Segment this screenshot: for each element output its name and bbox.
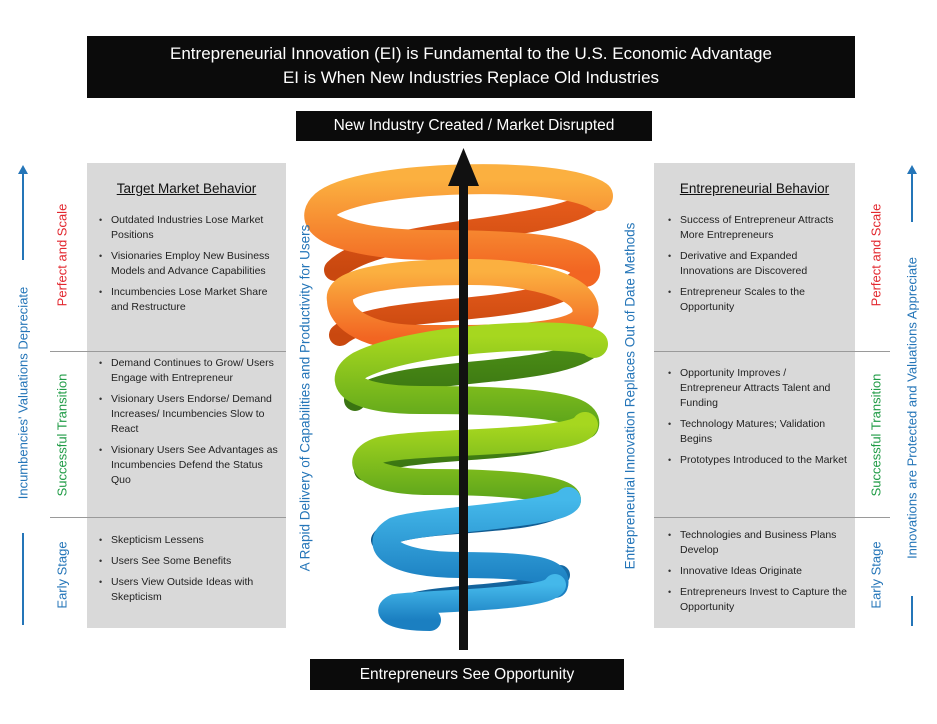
target-market-panel: Target Market Behavior Outdated Industri… xyxy=(87,163,286,628)
list-item: Users View Outside Ideas with Skepticism xyxy=(87,575,286,605)
list-item: Derivative and Expanded Innovations are … xyxy=(654,249,855,279)
stage-early-right: Early Stage xyxy=(868,541,884,609)
stage-transition-right: Successful Transition xyxy=(868,373,884,497)
divider-left-upper xyxy=(50,351,286,352)
right-axis-text: Innovations are Protected and Valuations… xyxy=(904,257,920,559)
spiral-front-ribbons xyxy=(304,164,613,631)
right-transition-section: Opportunity Improves / Entrepreneur Attr… xyxy=(654,366,855,474)
list-item: Skepticism Lessens xyxy=(87,533,286,548)
divider-right-upper xyxy=(654,351,890,352)
left-early-section: Skepticism Lessens Users See Some Benefi… xyxy=(87,533,286,611)
target-market-title: Target Market Behavior xyxy=(116,181,257,196)
list-item: Visionary Users Endorse/ Demand Increase… xyxy=(87,392,286,437)
list-item: Visionaries Employ New Business Models a… xyxy=(87,249,286,279)
list-item: Entrepreneurs Invest to Capture the Oppo… xyxy=(654,585,855,615)
list-item: Users See Some Benefits xyxy=(87,554,286,569)
list-item: Incumbencies Lose Market Share and Restr… xyxy=(87,285,286,315)
left-axis-line-bottom xyxy=(22,533,24,625)
list-item: Technologies and Business Plans Develop xyxy=(654,528,855,558)
right-axis-line-bottom xyxy=(911,596,913,626)
left-transition-section: Demand Continues to Grow/ Users Engage w… xyxy=(87,356,286,494)
list-item: Technology Matures; Validation Begins xyxy=(654,417,855,447)
banner-line-1: Entrepreneurial Innovation (EI) is Funda… xyxy=(170,44,772,63)
right-center-text: Entrepreneurial Innovation Replaces Out … xyxy=(622,222,638,570)
list-item: Prototypes Introduced to the Market xyxy=(654,453,855,468)
right-early-section: Technologies and Business Plans Develop … xyxy=(654,528,855,621)
list-item: Success of Entrepreneur Attracts More En… xyxy=(654,213,855,243)
left-axis-arrow-up-icon xyxy=(18,165,28,174)
banner-line-2: EI is When New Industries Replace Old In… xyxy=(282,68,660,87)
central-arrow xyxy=(448,148,479,650)
right-axis-line-top xyxy=(911,172,913,222)
right-perfect-section: Success of Entrepreneur Attracts More En… xyxy=(654,213,855,321)
left-axis-line-top xyxy=(22,172,24,260)
list-item: Opportunity Improves / Entrepreneur Attr… xyxy=(654,366,855,411)
left-center-text: A Rapid Delivery of Capabilities and Pro… xyxy=(297,224,313,572)
header-banner: Entrepreneurial Innovation (EI) is Funda… xyxy=(87,36,855,98)
entrepreneurial-panel: Entrepreneurial Behavior Success of Entr… xyxy=(654,163,855,628)
entrepreneurial-title: Entrepreneurial Behavior xyxy=(679,181,830,196)
list-item: Innovative Ideas Originate xyxy=(654,564,855,579)
list-item: Entrepreneur Scales to the Opportunity xyxy=(654,285,855,315)
divider-right-lower xyxy=(654,517,890,518)
stage-perfect-right: Perfect and Scale xyxy=(868,203,884,307)
stage-early-left: Early Stage xyxy=(54,541,70,609)
top-label: New Industry Created / Market Disrupted xyxy=(296,111,652,141)
right-axis-arrow-up-icon xyxy=(907,165,917,174)
list-item: Demand Continues to Grow/ Users Engage w… xyxy=(87,356,286,386)
list-item: Visionary Users See Advantages as Incumb… xyxy=(87,443,286,488)
left-perfect-section: Outdated Industries Lose Market Position… xyxy=(87,213,286,321)
stage-transition-left: Successful Transition xyxy=(54,373,70,497)
left-axis-text: Incumbencies' Valuations Depreciate xyxy=(15,286,31,500)
stage-perfect-left: Perfect and Scale xyxy=(54,203,70,307)
list-item: Outdated Industries Lose Market Position… xyxy=(87,213,286,243)
bottom-label: Entrepreneurs See Opportunity xyxy=(310,659,624,690)
divider-left-lower xyxy=(50,517,286,518)
